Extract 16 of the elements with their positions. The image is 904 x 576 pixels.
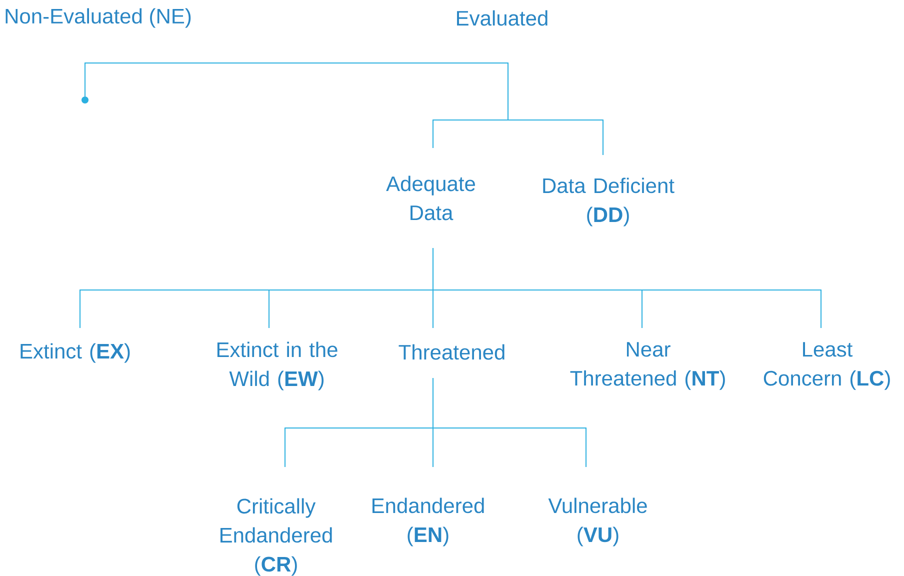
category-label: Critically Endandered (CR): [220, 498, 332, 576]
category-label: Evaluated: [457, 10, 548, 26]
connector: [84, 62, 604, 156]
category-label: Extinct (EX): [20, 343, 130, 363]
category-label: Adequate Data: [386, 176, 476, 220]
dot: [82, 96, 88, 104]
connector: [432, 378, 586, 468]
category-label: Least Concern (LC): [764, 342, 890, 390]
category-label: Vulnerable (VU): [548, 498, 647, 546]
category-label: Non-Evaluated (NE): [6, 8, 191, 28]
category-label: Threatened: [398, 344, 504, 360]
category-label: Endandered (EN): [372, 498, 484, 546]
category-label: Extinct in the Wild (EW): [217, 342, 338, 390]
connector: [432, 248, 822, 328]
category-label: Data Deficient (DD): [543, 178, 674, 226]
category-label: Near Threatened (NT): [570, 342, 725, 390]
